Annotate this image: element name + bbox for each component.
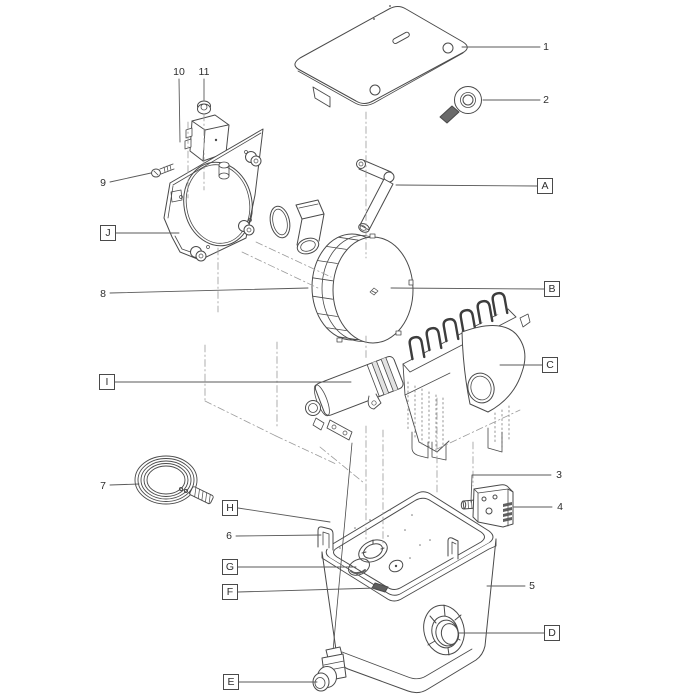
rim-clip-left [317, 526, 334, 551]
leader-lines [109, 46, 553, 683]
callout-I: I [99, 374, 115, 390]
plate-boss-3 [190, 246, 207, 262]
callout-2: 2 [543, 93, 549, 106]
callout-3: 3 [556, 468, 562, 481]
part-tape-roll [439, 86, 482, 124]
floor-disc [388, 559, 404, 573]
rim-clip-right [447, 537, 459, 560]
drain-valve [312, 442, 353, 692]
callout-1: 1 [543, 40, 549, 53]
callout-E: E [223, 674, 239, 690]
floor-slot [371, 582, 389, 593]
part-uvc-unit [305, 355, 404, 441]
plate-boss-2 [238, 220, 255, 236]
part-cartridge-module [402, 291, 531, 461]
part-container [312, 442, 514, 694]
callout-C: C [542, 357, 558, 373]
callout-H: H [222, 500, 238, 516]
callout-8: 8 [100, 287, 106, 300]
vent-bracket [472, 484, 514, 528]
callout-B: B [544, 281, 560, 297]
floor-flanged-hole [358, 539, 388, 563]
part-filter-drum [311, 233, 414, 344]
floor-dots [339, 509, 431, 559]
floor-plug-hole [348, 558, 370, 576]
construction-lines [187, 111, 521, 547]
part-screw-9 [151, 163, 175, 178]
callout-4: 4 [557, 500, 563, 513]
part-hose [134, 455, 214, 505]
callout-11: 11 [198, 65, 210, 78]
callout-G: G [222, 559, 238, 575]
callout-A: A [537, 178, 553, 194]
foam-handles [408, 291, 509, 361]
callout-6: 6 [226, 529, 232, 542]
part-cover-lid [294, 5, 468, 108]
callout-D: D [544, 625, 560, 641]
callout-10: 10 [173, 65, 185, 78]
callout-9: 9 [100, 176, 106, 189]
part-nut [197, 100, 211, 115]
part-mounting-plate [163, 128, 264, 262]
callout-J: J [100, 225, 116, 241]
plate-boss-1 [245, 151, 262, 167]
callout-F: F [222, 584, 238, 600]
part-elbow-socket [269, 199, 325, 255]
part-cleaning-rod [356, 159, 395, 233]
callout-5: 5 [529, 579, 535, 592]
outlet-port [423, 604, 465, 656]
callout-7: 7 [100, 479, 106, 492]
